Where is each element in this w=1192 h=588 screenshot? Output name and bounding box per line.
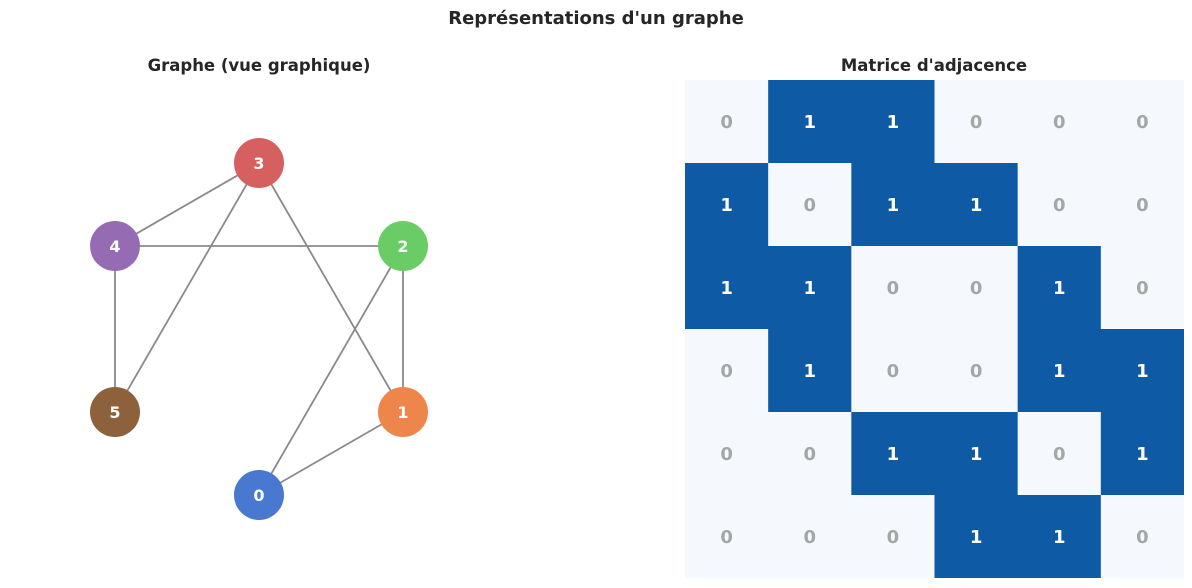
matrix-cell-3-0 [685, 329, 769, 413]
matrix-value-0-4: 0 [1053, 112, 1066, 133]
matrix-cell-3-3 [934, 329, 1019, 413]
matrix-value-3-4: 1 [1053, 361, 1066, 382]
edge-3-5 [114, 162, 260, 413]
adjacency-matrix: 0 1 1 0 0 0 1 0 1 1 0 0 1 1 0 0 1 0 0 1 0 0 1 1 0 0 1 1 0 1 0 0 0 1 1 0 [685, 80, 1184, 578]
node-label-2: 2 [397, 237, 408, 256]
matrix-cell-1-1 [768, 163, 852, 247]
matrix-value-3-5: 1 [1136, 361, 1149, 382]
node-0 [234, 470, 284, 520]
node-label-1: 1 [397, 403, 408, 422]
matrix-value-1-0: 1 [720, 195, 733, 216]
matrix-cell-0-4 [1017, 80, 1102, 164]
matrix-value-4-2: 1 [887, 444, 900, 465]
matrix-cell-4-4 [1017, 412, 1102, 496]
node-1 [378, 387, 428, 437]
matrix-cell-2-1 [768, 246, 852, 330]
matrix-cell-5-0 [685, 495, 769, 578]
matrix-cell-1-3 [934, 163, 1019, 247]
matrix-cell-5-4 [1017, 495, 1102, 578]
matrix-value-2-1: 1 [803, 278, 816, 299]
matrix-value-1-2: 1 [887, 195, 900, 216]
matrix-cell-4-3 [934, 412, 1019, 496]
matrix-value-5-1: 0 [803, 527, 816, 548]
matrix-cell-0-2 [851, 80, 935, 164]
node-label-0: 0 [253, 486, 264, 505]
figure-title: Représentations d'un graphe [448, 8, 744, 29]
node-5 [90, 387, 140, 437]
matrix-value-5-2: 0 [887, 527, 900, 548]
node-2 [378, 221, 428, 271]
matrix-cell-2-4 [1017, 246, 1102, 330]
node-3 [234, 138, 284, 188]
edge-0-2 [258, 245, 404, 496]
graph-diagram: 0 1 2 3 4 5 [90, 138, 428, 520]
matrix-value-3-0: 0 [720, 361, 733, 382]
node-label-4: 4 [109, 237, 120, 256]
matrix-cell-3-2 [851, 329, 935, 413]
matrix-cell-3-5 [1100, 329, 1184, 413]
matrix-value-4-3: 1 [970, 444, 983, 465]
matrix-cell-5-1 [768, 495, 852, 578]
matrix-cell-1-0 [685, 163, 769, 247]
matrix-value-3-2: 0 [887, 361, 900, 382]
matrix-value-4-0: 0 [720, 444, 733, 465]
matrix-cell-5-2 [851, 495, 935, 578]
matrix-value-5-4: 1 [1053, 527, 1066, 548]
matrix-cell-5-3 [934, 495, 1019, 578]
matrix-value-5-0: 0 [720, 527, 733, 548]
matrix-value-0-5: 0 [1136, 112, 1149, 133]
matrix-value-5-5: 0 [1136, 527, 1149, 548]
matrix-cell-4-0 [685, 412, 769, 496]
matrix-cell-5-5 [1100, 495, 1184, 578]
matrix-cell-2-0 [685, 246, 769, 330]
matrix-value-1-1: 0 [803, 195, 816, 216]
node-label-3: 3 [253, 154, 264, 173]
matrix-cell-2-2 [851, 246, 935, 330]
graph-panel-title: Graphe (vue graphique) [147, 56, 371, 75]
matrix-cell-0-3 [934, 80, 1019, 164]
matrix-cell-1-5 [1100, 163, 1184, 247]
matrix-cell-2-5 [1100, 246, 1184, 330]
matrix-cell-0-1 [768, 80, 852, 164]
node-4 [90, 221, 140, 271]
matrix-value-0-1: 1 [803, 112, 816, 133]
edge-1-3 [258, 162, 404, 413]
matrix-value-3-1: 1 [803, 361, 816, 382]
matrix-value-0-3: 0 [970, 112, 983, 133]
matrix-value-4-4: 0 [1053, 444, 1066, 465]
matrix-value-4-1: 0 [803, 444, 816, 465]
matrix-cell-0-5 [1100, 80, 1184, 164]
matrix-cell-4-5 [1100, 412, 1184, 496]
matrix-value-1-5: 0 [1136, 195, 1149, 216]
matrix-value-0-0: 0 [720, 112, 733, 133]
matrix-cell-0-0 [685, 80, 769, 164]
matrix-value-0-2: 1 [887, 112, 900, 133]
edge-3-4 [114, 162, 260, 247]
matrix-cell-2-3 [934, 246, 1019, 330]
matrix-value-4-5: 1 [1136, 444, 1149, 465]
matrix-value-2-4: 1 [1053, 278, 1066, 299]
matrix-cell-4-2 [851, 412, 935, 496]
matrix-value-1-3: 1 [970, 195, 983, 216]
matrix-value-2-3: 0 [970, 278, 983, 299]
matrix-value-3-3: 0 [970, 361, 983, 382]
matrix-cell-1-2 [851, 163, 935, 247]
matrix-value-2-2: 0 [887, 278, 900, 299]
matrix-cell-3-4 [1017, 329, 1102, 413]
matrix-cell-3-1 [768, 329, 852, 413]
matrix-value-1-4: 0 [1053, 195, 1066, 216]
matrix-panel-title: Matrice d'adjacence [840, 56, 1028, 75]
matrix-cell-4-1 [768, 412, 852, 496]
node-label-5: 5 [109, 403, 120, 422]
matrix-cell-1-4 [1017, 163, 1102, 247]
matrix-value-5-3: 1 [970, 527, 983, 548]
edge-0-1 [258, 411, 404, 496]
matrix-value-2-5: 0 [1136, 278, 1149, 299]
matrix-value-2-0: 1 [720, 278, 733, 299]
